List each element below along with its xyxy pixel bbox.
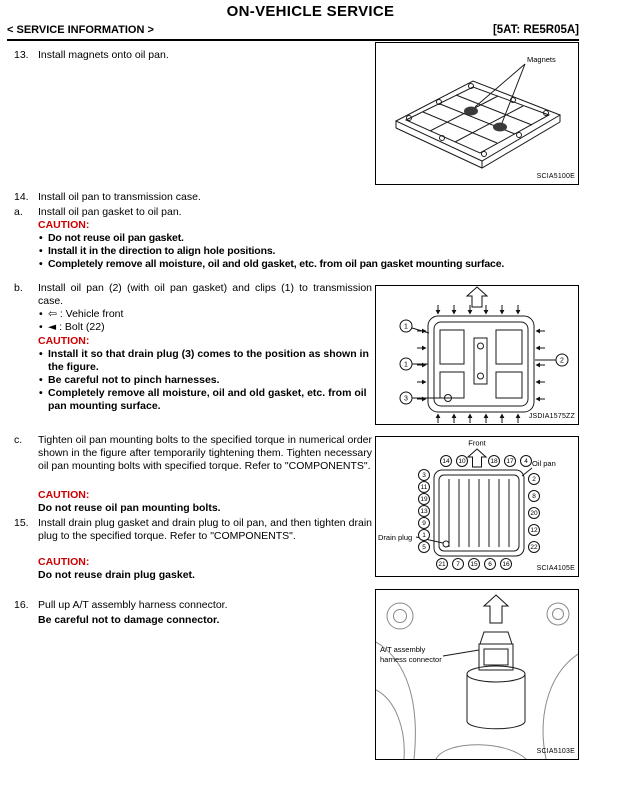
step-14-number: 14.: [14, 191, 29, 203]
legend-text: : Bolt (22): [59, 321, 105, 333]
legend-text: : Vehicle front: [59, 308, 124, 320]
step-14a-text: Install oil pan gasket to oil pan.: [38, 206, 182, 218]
front-label: Front: [468, 439, 486, 448]
step-14a: a. Install oil pan gasket to oil pan.: [14, 206, 579, 219]
connector-label-line1: A/T assembly: [380, 645, 426, 654]
callout-number: 1: [404, 324, 408, 331]
step-14b: b. Install oil pan (2) (with oil pan gas…: [14, 282, 372, 308]
oil-pan-magnets-drawing: Magnets: [394, 55, 562, 169]
figure-code: JSDIA1575ZZ: [528, 413, 575, 420]
bolt-number: 9: [422, 520, 426, 527]
caution-item: Install it in the direction to align hol…: [38, 245, 579, 258]
bolt-number: 14: [442, 458, 450, 465]
page-subheader: < SERVICE INFORMATION > [5AT: RE5R05A]: [7, 24, 579, 41]
bolt-number: 6: [488, 561, 492, 568]
bolt-number: 16: [502, 561, 510, 568]
caution-label-14a: CAUTION:: [38, 219, 90, 231]
figure-oil-pan-magnets: Magnets SCIA5100E: [375, 42, 579, 185]
step-14b-text: Install oil pan (2) (with oil pan gasket…: [38, 282, 372, 307]
step-14b-number: b.: [14, 282, 23, 294]
step-15-text: Install drain plug gasket and drain plug…: [38, 517, 372, 542]
step-13-text: Install magnets onto oil pan.: [38, 49, 169, 61]
caution-label-14c: CAUTION:: [38, 489, 90, 501]
bolt-number: 17: [506, 458, 514, 465]
bolt-number: 4: [524, 458, 528, 465]
step-14a-number: a.: [14, 206, 23, 218]
variant-label: [5AT: RE5R05A]: [492, 24, 579, 36]
step-15-number: 15.: [14, 517, 29, 529]
connector-label-line2: harness connector: [380, 655, 442, 664]
step-14c-number: c.: [14, 434, 23, 446]
bolt-number: 18: [490, 458, 498, 465]
caution-list-14b: Install it so that drain plug (3) comes …: [38, 348, 372, 413]
callout-number: 3: [404, 396, 408, 403]
caution-text-15: Do not reuse drain plug gasket.: [38, 569, 195, 581]
step-14c: c. Tighten oil pan mounting bolts to the…: [14, 434, 372, 473]
bolt-number: 2: [532, 476, 536, 483]
caution-item: Completely remove all moisture, oil and …: [38, 387, 372, 413]
bolt-icon: ◄: [48, 321, 57, 333]
figure-code: SCIA5100E: [536, 173, 575, 180]
oil-pan-install-drawing: 1 2 1 3: [399, 286, 569, 424]
bolt-number: 7: [456, 561, 460, 568]
bolt-number: 5: [422, 544, 426, 551]
bolt-number: 22: [530, 544, 538, 551]
caution-item: Install it so that drain plug (3) comes …: [38, 348, 372, 374]
callout-number: 1: [404, 362, 408, 369]
bolt-number: 12: [530, 527, 538, 534]
step-14: 14. Install oil pan to transmission case…: [14, 191, 579, 204]
bolt-number: 20: [530, 510, 538, 517]
vehicle-front-icon: ⇦: [48, 308, 57, 320]
page-title: ON-VEHICLE SERVICE: [226, 3, 395, 20]
figure-code: SCIA4105E: [536, 565, 575, 572]
oil-pan-label: Oil pan: [532, 459, 556, 468]
caution-item: Do not reuse oil pan gasket.: [38, 232, 579, 245]
front-arrow: [466, 448, 488, 468]
section-label: < SERVICE INFORMATION >: [7, 24, 154, 36]
bolt-number: 8: [532, 493, 536, 500]
callout-number: 2: [560, 358, 564, 365]
caution-label-15: CAUTION:: [38, 556, 90, 568]
magnets-label: Magnets: [527, 55, 556, 64]
caution-text-16: Be careful not to damage connector.: [38, 614, 220, 626]
magnet-shape: [493, 122, 507, 132]
caution-item: Completely remove all moisture, oil and …: [38, 258, 579, 271]
pull-up-arrow: [482, 594, 510, 624]
step-14c-text: Tighten oil pan mounting bolts to the sp…: [38, 434, 372, 472]
step-13-number: 13.: [14, 49, 29, 61]
bolt-number: 15: [470, 561, 478, 568]
harness-connector-drawing: A/T assembly harness connector: [376, 594, 578, 759]
caution-item: Be careful not to pinch harnesses.: [38, 374, 372, 387]
step-13: 13. Install magnets onto oil pan.: [14, 49, 579, 62]
figure-harness-connector: A/T assembly harness connector SCIA5103E: [375, 589, 579, 760]
bolt-number: 1: [422, 532, 426, 539]
caution-label-14b: CAUTION:: [38, 335, 90, 347]
bolt-number: 13: [420, 508, 428, 515]
torque-order-drawing: Front Oil pan Drain plug: [378, 439, 556, 570]
bolt-number: 3: [422, 472, 426, 479]
step-14-text: Install oil pan to transmission case.: [38, 191, 201, 203]
figure-torque-order: Front Oil pan Drain plug: [375, 436, 579, 577]
vehicle-front-arrow: [465, 286, 489, 308]
figure-oil-pan-install: 1 2 1 3 JSDIA1575ZZ: [375, 285, 579, 425]
step-15: 15. Install drain plug gasket and drain …: [14, 517, 372, 543]
step-16-text: Pull up A/T assembly harness connector.: [38, 599, 228, 611]
caution-text-14c: Do not reuse oil pan mounting bolts.: [38, 502, 221, 514]
step-16: 16. Pull up A/T assembly harness connect…: [14, 599, 372, 612]
legend-bolt: ◄: Bolt (22): [38, 321, 105, 334]
step-16-number: 16.: [14, 599, 29, 611]
drain-plug-label: Drain plug: [378, 533, 412, 542]
legend-vehicle-front: ⇦: Vehicle front: [38, 308, 123, 321]
caution-list-14a: Do not reuse oil pan gasket. Install it …: [38, 232, 579, 271]
figure-code: SCIA5103E: [536, 748, 575, 755]
bolt-number: 10: [458, 458, 466, 465]
drain-plug-shape: [442, 540, 450, 548]
bolt-number: 21: [438, 561, 446, 568]
drain-plug-shape: [444, 394, 452, 402]
bolt-number: 19: [420, 496, 428, 503]
bolt-number: 11: [421, 484, 428, 491]
magnet-shape: [464, 106, 478, 116]
